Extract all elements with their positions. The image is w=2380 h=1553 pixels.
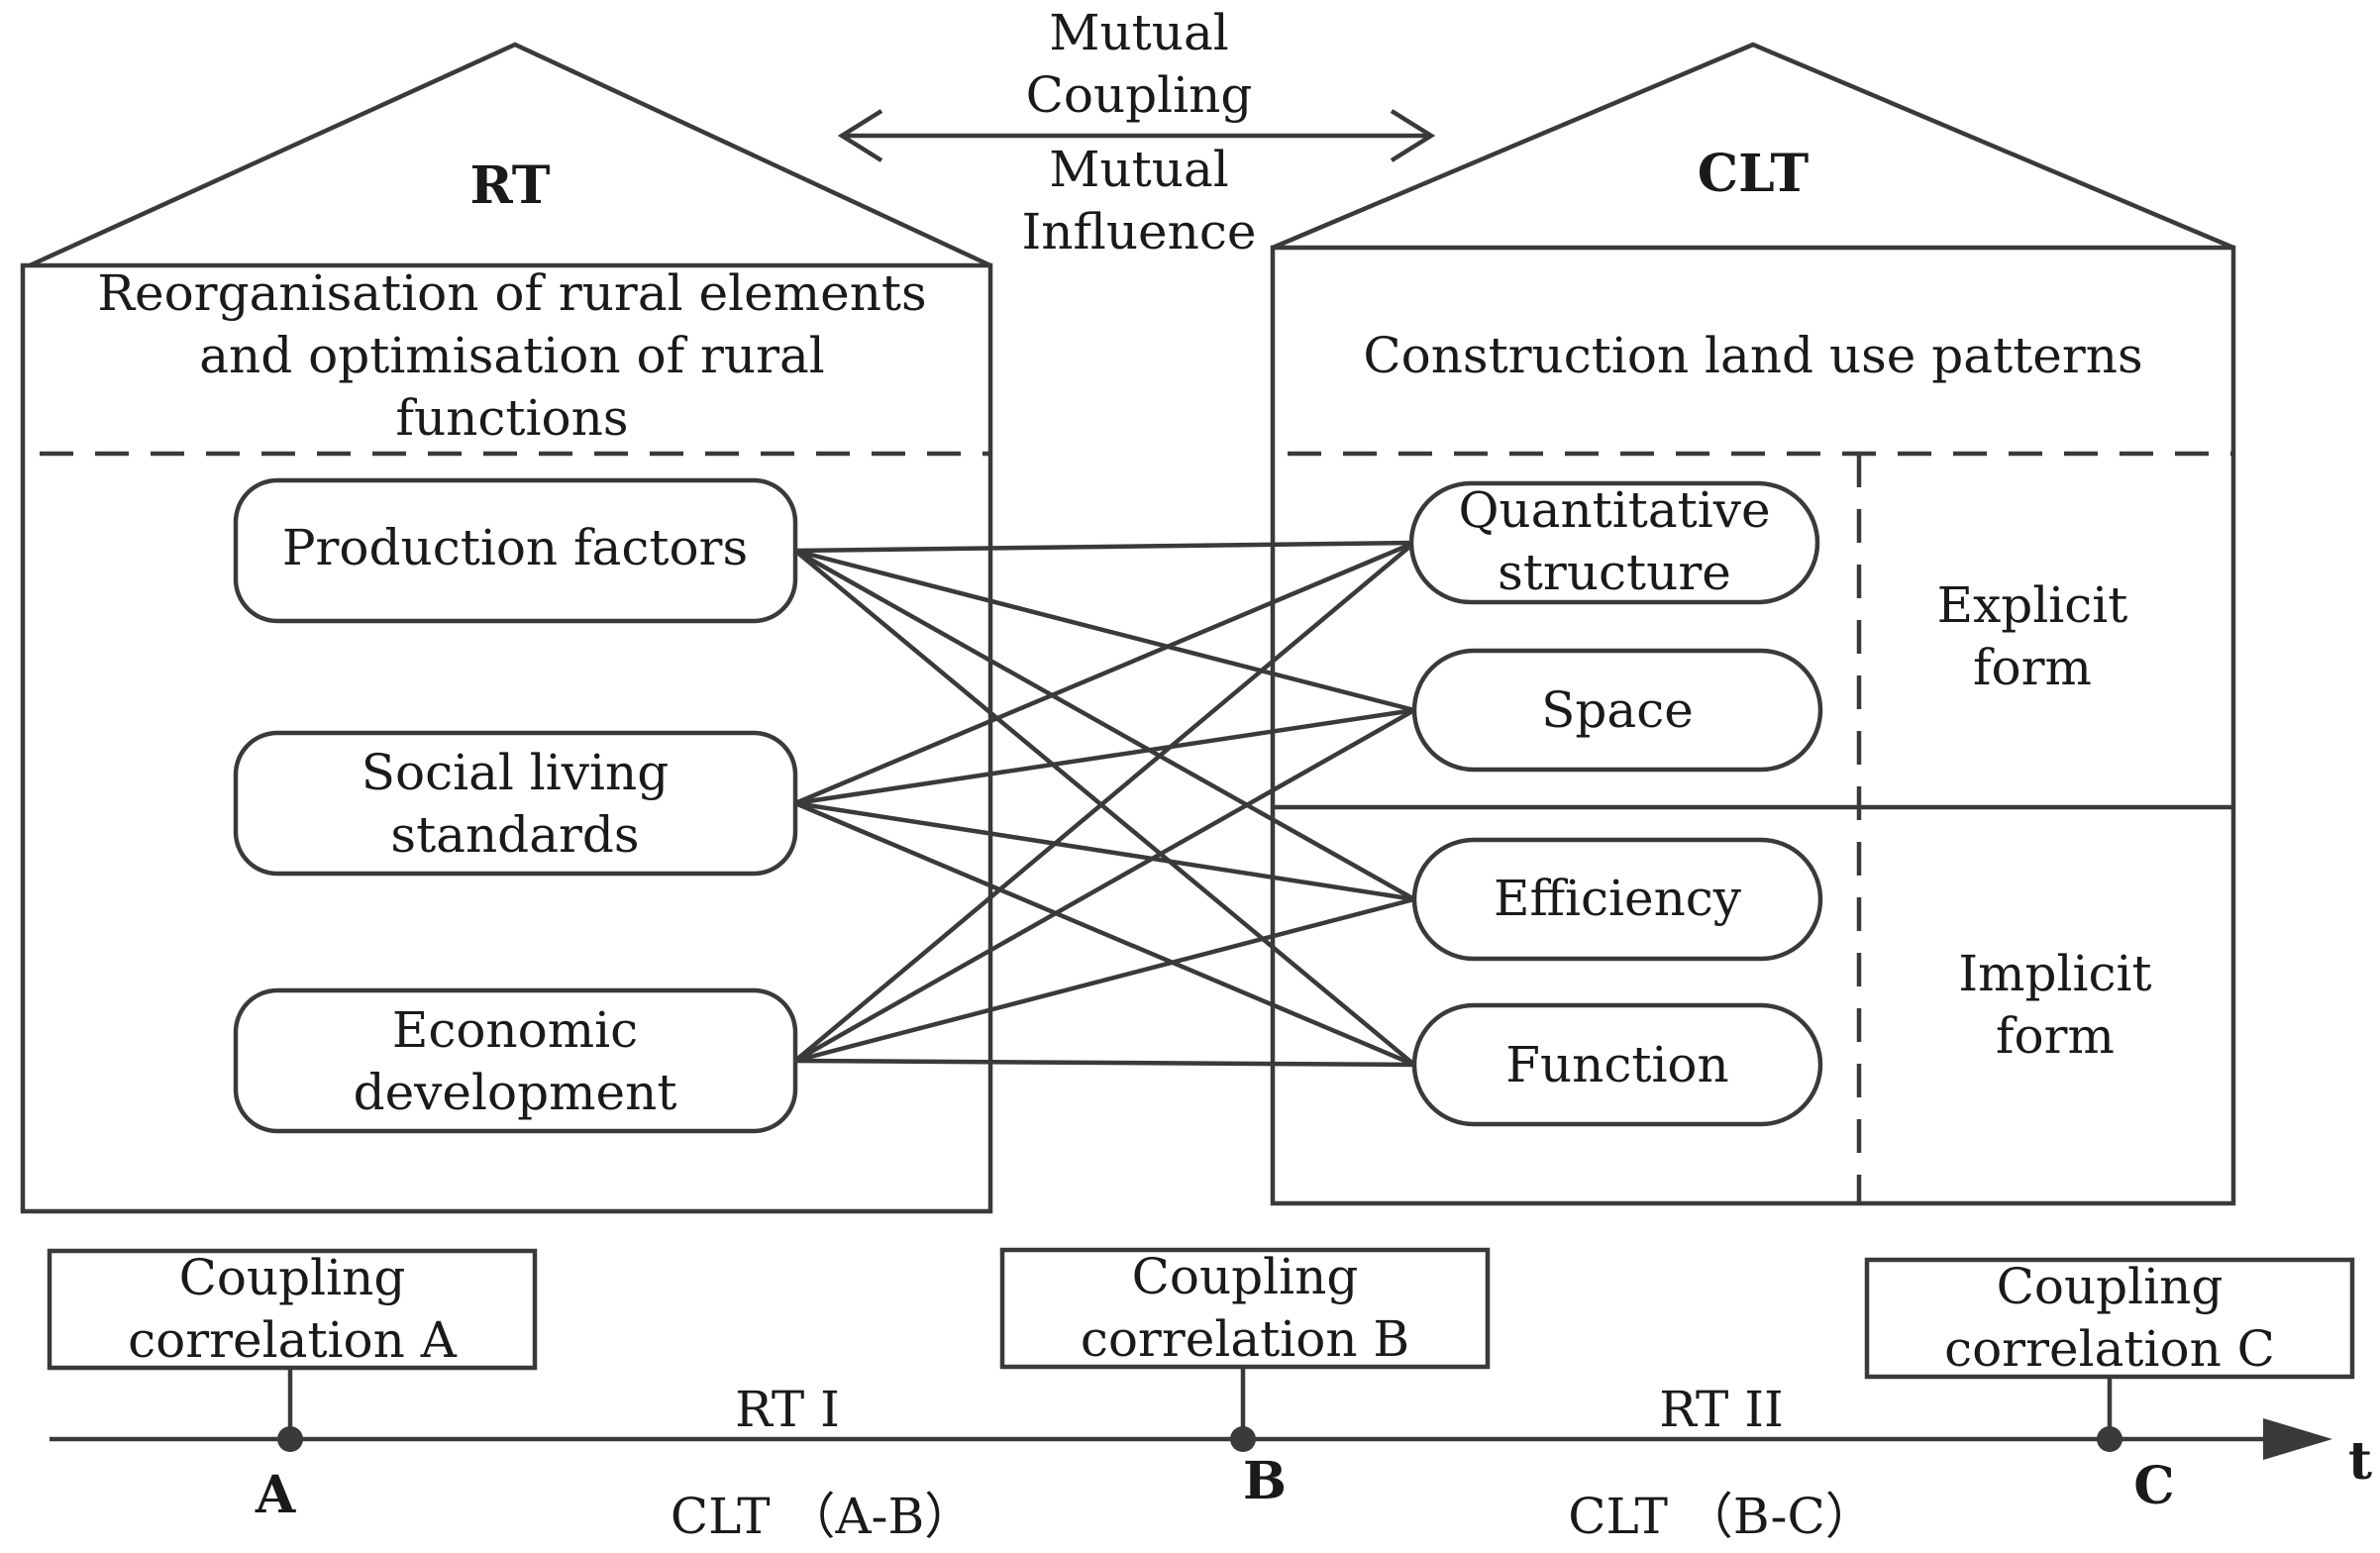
rt-house: RT Reorganisation of rural elements and … — [20, 42, 993, 1214]
stage-2-clt: CLT （B-C） — [1568, 1488, 1874, 1545]
space-box — [1411, 648, 1823, 773]
timeline: t Coupling correlation A A Coupling corr… — [47, 1247, 2372, 1545]
explicit-form-line1: Explicit — [1937, 576, 2128, 634]
stage-1-clt: CLT （A-B） — [671, 1488, 974, 1545]
connection-production-to-function — [793, 549, 1416, 1067]
rt-factor-social: Social living standards — [233, 730, 798, 877]
relation-bottom-line1: Mutual — [1049, 141, 1229, 198]
social-living-standards-line1: Social living — [362, 744, 669, 801]
coupling-correlation-b-line1: Coupling — [1132, 1248, 1359, 1305]
coupling-correlation-c-line1: Coupling — [1997, 1258, 2224, 1315]
left-arrowhead — [837, 109, 883, 162]
connection-economic-to-quantitative — [793, 541, 1416, 1063]
implicit-form-line1: Implicit — [1958, 945, 2151, 1002]
efficiency-label: Efficiency — [1494, 870, 1742, 927]
quantitative-structure-box — [1408, 480, 1820, 605]
stage-2-rt: RT II — [1659, 1381, 1784, 1438]
space-label: Space — [1541, 681, 1694, 739]
implicit-form-line2: form — [1996, 1007, 2115, 1065]
coupling-correlation-c-line2: correlation C — [1944, 1320, 2275, 1378]
connection-social-to-efficiency — [794, 800, 1415, 902]
point-b-marker — [1230, 1426, 1256, 1452]
quantitative-structure-line1: Quantitative — [1458, 481, 1770, 539]
function-box — [1411, 1002, 1823, 1127]
time-axis-label: t — [2348, 1431, 2372, 1492]
production-factors-box — [233, 477, 798, 624]
quantitative-structure-line2: structure — [1498, 544, 1731, 601]
relation-bottom-line2: Influence — [1022, 203, 1257, 260]
explicit-form-line2: form — [1973, 639, 2092, 696]
connection-production-to-quantitative — [794, 540, 1415, 554]
mutual-relation: Mutual Coupling Mutual Influence — [837, 4, 1436, 260]
rt-factor-production: Production factors — [233, 477, 798, 624]
economic-development-line2: development — [354, 1064, 677, 1121]
clt-description: Construction land use patterns — [1363, 327, 2142, 384]
right-arrowhead — [1390, 109, 1436, 162]
rt-title: RT — [470, 155, 551, 216]
point-c-marker — [2097, 1426, 2122, 1452]
point-a-label: A — [255, 1465, 296, 1525]
factor-aspect-connections — [793, 540, 1416, 1068]
clt-roof — [1272, 42, 2234, 251]
economic-development-line1: Economic — [392, 1001, 638, 1059]
connection-economic-to-space — [793, 708, 1416, 1063]
connection-social-to-quantitative — [794, 540, 1415, 806]
connection-social-to-function — [794, 800, 1415, 1068]
efficiency-box — [1411, 837, 1823, 962]
clt-house: CLT Construction land use patterns Expli… — [1270, 42, 2236, 1206]
clt-title: CLT — [1698, 144, 1810, 204]
clt-aspect-space: Space — [1411, 648, 1823, 773]
function-label: Function — [1505, 1036, 1729, 1093]
point-c-label: C — [2133, 1456, 2174, 1516]
coupling-correlation-b-line2: correlation B — [1081, 1310, 1409, 1368]
rt-roof — [29, 42, 991, 268]
rt-body — [20, 262, 993, 1214]
coupling-correlation-a-line2: correlation A — [128, 1311, 458, 1369]
connection-economic-to-efficiency — [794, 896, 1415, 1064]
connection-social-to-space — [794, 707, 1415, 806]
social-living-standards-box — [233, 730, 798, 877]
rt-factor-economic: Economic development — [233, 987, 798, 1134]
social-living-standards-line2: standards — [390, 806, 639, 864]
clt-aspect-efficiency: Efficiency — [1411, 837, 1823, 962]
rt-description-line2: and optimisation of rural — [199, 327, 825, 384]
stage-1-rt: RT I — [735, 1381, 840, 1438]
clt-aspect-function: Function — [1411, 1002, 1823, 1127]
point-b-label: B — [1243, 1451, 1287, 1511]
point-a-marker — [277, 1426, 303, 1452]
economic-development-box — [233, 987, 798, 1134]
time-axis-arrowhead — [2263, 1418, 2332, 1460]
connection-production-to-space — [794, 548, 1415, 713]
clt-body — [1270, 245, 2236, 1206]
clt-aspect-quantitative: Quantitative structure — [1408, 480, 1820, 605]
relation-top-line2: Coupling — [1026, 66, 1253, 124]
rt-description-line1: Reorganisation of rural elements — [97, 264, 926, 322]
rt-description-line3: functions — [396, 389, 629, 447]
connection-economic-to-function — [794, 1058, 1415, 1068]
relation-top-line1: Mutual — [1049, 4, 1229, 61]
coupling-correlation-a-line1: Coupling — [179, 1249, 406, 1306]
connection-production-to-efficiency — [793, 549, 1416, 901]
production-factors-label: Production factors — [282, 519, 748, 576]
